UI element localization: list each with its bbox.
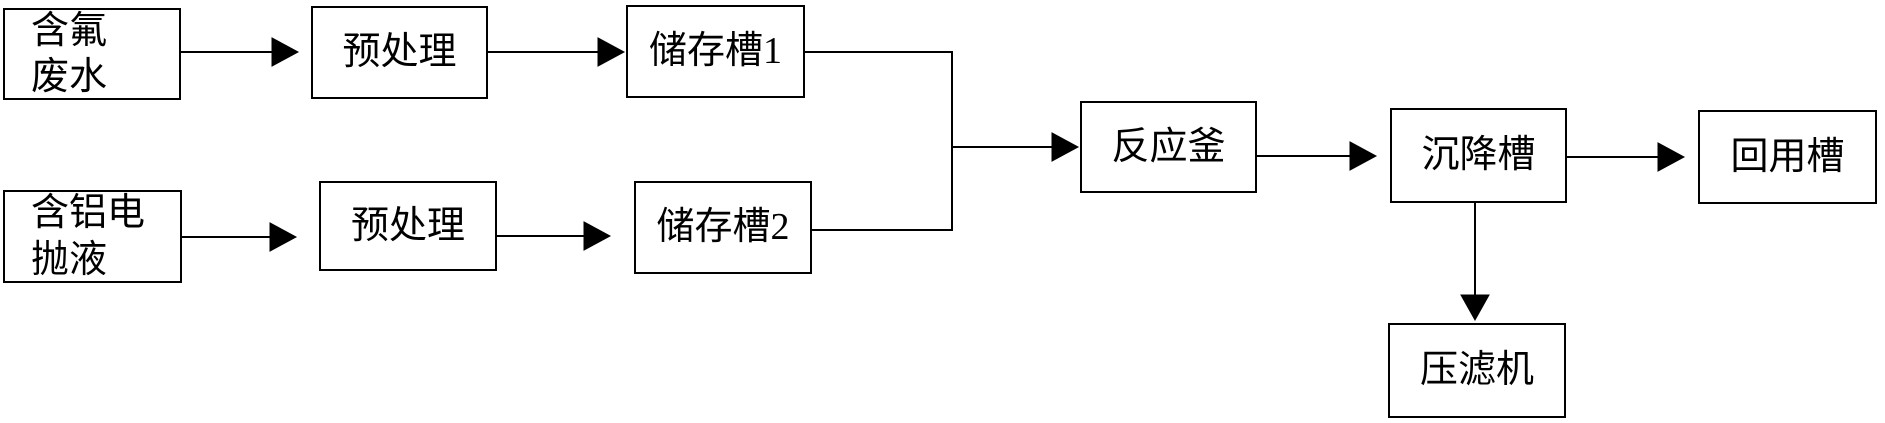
arrow-reactor-to-settling (1257, 141, 1378, 171)
node-storage-tank-1-label: 储存槽1 (648, 30, 782, 73)
node-pretreatment-2-label: 预处理 (350, 204, 465, 247)
node-settling-tank: 沉降槽 (1390, 108, 1567, 203)
node-filter-press-label: 压滤机 (1419, 349, 1534, 392)
node-pretreatment-1-label: 预处理 (342, 31, 457, 74)
arrow-fluoride-to-pretreatment1 (181, 37, 300, 67)
node-pretreatment-1: 预处理 (311, 6, 488, 99)
node-settling-tank-label: 沉降槽 (1421, 134, 1536, 177)
arrow-merge-to-reactor (952, 132, 1080, 162)
arrow-pretreatment1-to-tank1 (488, 37, 626, 67)
node-reactor-label: 反应釜 (1111, 125, 1226, 168)
node-reactor: 反应釜 (1080, 101, 1257, 193)
node-reuse-tank-label: 回用槽 (1730, 135, 1845, 178)
node-pretreatment-2: 预处理 (319, 181, 497, 271)
node-filter-press: 压滤机 (1388, 323, 1566, 418)
arrow-electropolish-to-pretreatment2 (182, 222, 298, 252)
node-aluminum-electropolish-liquid: 含铝电 抛液 (3, 190, 182, 283)
node-fluoride-wastewater: 含氟 废水 (3, 8, 181, 100)
arrow-settling-to-filterpress (1460, 203, 1490, 322)
connector-tanks-merge (805, 51, 953, 231)
node-storage-tank-2-label: 储存槽2 (656, 206, 790, 249)
node-reuse-tank: 回用槽 (1698, 110, 1877, 204)
arrow-pretreatment2-to-tank2 (497, 221, 612, 251)
node-storage-tank-1: 储存槽1 (626, 5, 805, 98)
node-storage-tank-2: 储存槽2 (634, 181, 812, 274)
node-aluminum-electropolish-liquid-label: 含铝电 抛液 (31, 192, 146, 281)
arrow-settling-to-reuse (1567, 142, 1686, 172)
node-fluoride-wastewater-label: 含氟 废水 (31, 9, 108, 98)
